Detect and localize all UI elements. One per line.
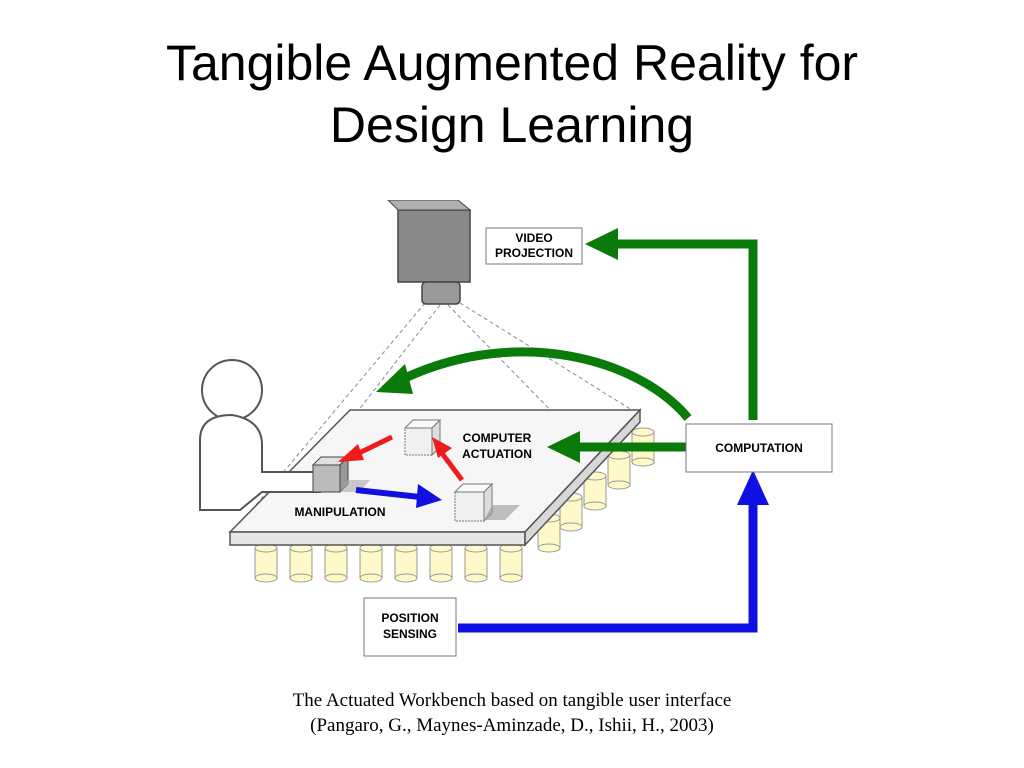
caption-line-1: The Actuated Workbench based on tangible… — [292, 690, 732, 711]
slide-title-line-1: Tangible Augmented Reality for — [165, 35, 859, 91]
computation-box: COMPUTATION — [685, 423, 833, 473]
video-projection-box: VIDEO PROJECTION — [485, 227, 583, 265]
position-sensing-label-2: SENSING — [383, 627, 437, 641]
computer-actuation-label-1: COMPUTER — [463, 431, 532, 445]
figure-caption: The Actuated Workbench based on tangible… — [0, 688, 1024, 738]
video-projector — [386, 199, 472, 305]
position-sensing-box: POSITION SENSING — [363, 597, 457, 657]
slide-title: Tangible Augmented Reality for Design Le… — [0, 32, 1024, 156]
actuated-workbench-diagram: VIDEO PROJECTION COMPUTATION POSITION SE… — [190, 199, 850, 670]
puck-actuated-bottom — [453, 482, 520, 523]
slide-title-line-2: Design Learning — [329, 97, 695, 153]
computer-actuation-label-2: ACTUATION — [462, 447, 532, 461]
manipulation-label: MANIPULATION — [294, 505, 385, 519]
position-sensing-blue-arrow — [458, 470, 769, 633]
actuator-coils — [254, 427, 655, 583]
person-figure — [199, 359, 321, 511]
position-sensing-label-1: POSITION — [381, 611, 438, 625]
green-arrows — [403, 239, 758, 452]
puck-actuated-top — [403, 418, 442, 457]
computation-label: COMPUTATION — [715, 441, 803, 455]
video-projection-label-2: PROJECTION — [495, 246, 573, 260]
video-projection-label-1: VIDEO — [515, 231, 552, 245]
actuation-red-arrows — [338, 434, 464, 482]
caption-line-2: (Pangaro, G., Maynes-Aminzade, D., Ishii… — [310, 715, 714, 736]
workbench-table — [228, 408, 642, 547]
green-arrowheads — [376, 228, 618, 463]
manipulation-blue-arrow — [355, 484, 442, 508]
